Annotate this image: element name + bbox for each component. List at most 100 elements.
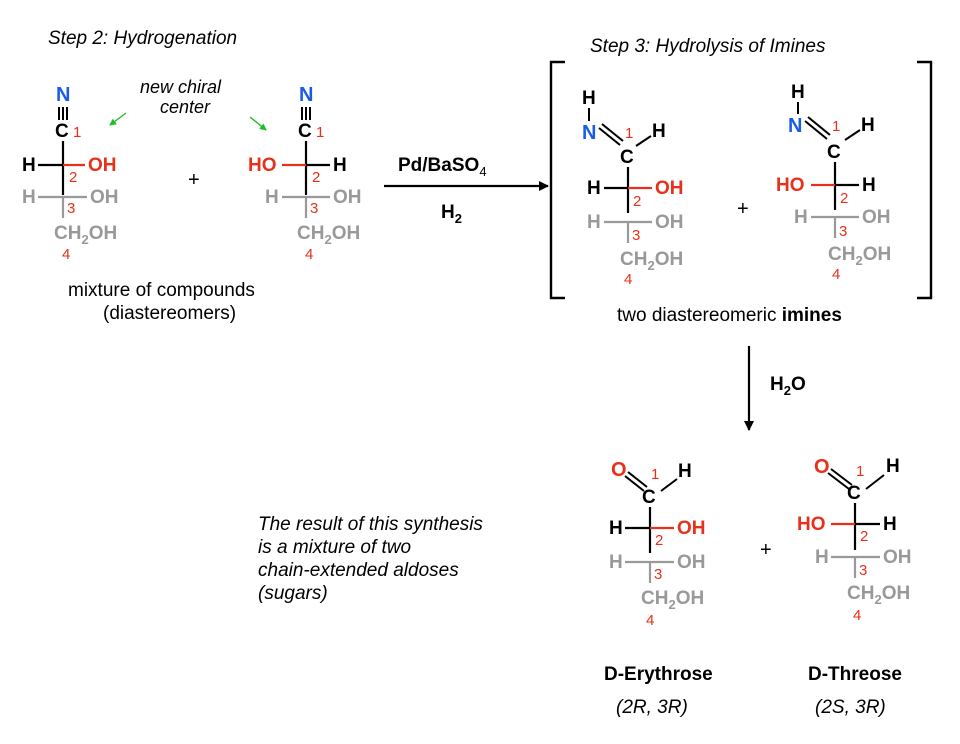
result-line: is a mixture of two — [258, 537, 411, 558]
threose-structure: O 1 H C HO H 2 H OH 3 CH2OH 4 — [797, 456, 912, 624]
nitrile-n-atom: N — [56, 84, 70, 106]
reagent-pd-baso4: Pd/BaSO4 — [398, 155, 487, 179]
mixture-label: (diastereomers) — [103, 303, 236, 324]
h-atom: H — [791, 82, 805, 103]
triple-bond — [301, 107, 311, 120]
carbon-number: 3 — [859, 562, 867, 579]
threose-config: (2S, 3R) — [815, 697, 886, 718]
h-atom: H — [609, 518, 623, 539]
oh-group: OH — [677, 552, 706, 573]
erythrose-structure: O 1 H C H OH 2 H OH 3 CH2OH 4 — [609, 459, 706, 629]
left-bracket — [549, 60, 565, 300]
cyanohydrin-right: N C 1 HO H 2 H OH 3 CH2OH 4 — [248, 84, 362, 263]
h-atom: H — [333, 155, 347, 176]
carbon-atom: C — [642, 487, 656, 508]
oh-group: OH — [88, 155, 117, 176]
ch2oh-group: CH2OH — [620, 249, 683, 273]
oh-group: OH — [677, 518, 706, 539]
h-atom: H — [265, 187, 279, 208]
green-pointer-arrow — [249, 116, 267, 131]
triple-bond — [58, 107, 68, 120]
h-atom: H — [587, 178, 601, 199]
carbon-number: 2 — [655, 532, 663, 549]
oh-group: OH — [862, 207, 891, 228]
oh-group: OH — [333, 187, 362, 208]
oh-group: OH — [883, 547, 912, 568]
h-atom: H — [815, 547, 829, 568]
carbon-number: 1 — [856, 463, 864, 480]
step2-heading: Step 2: Hydrogenation — [48, 28, 237, 49]
double-bond — [827, 468, 853, 490]
new-chiral-label: center — [160, 97, 211, 117]
ho-group: HO — [248, 155, 277, 176]
h-atom: H — [678, 461, 692, 482]
carbon-number: 1 — [316, 124, 324, 141]
double-bond — [624, 471, 648, 492]
h-atom: H — [861, 115, 875, 136]
carbon-number: 3 — [310, 200, 318, 217]
erythrose-name: D-Erythrose — [604, 664, 713, 685]
carbon-number: 3 — [654, 566, 662, 583]
carbon-atom: C — [827, 142, 841, 163]
imines-label: two diastereomeric imines — [617, 305, 842, 326]
carbon-number: 1 — [625, 125, 633, 142]
aldehyde-o-atom: O — [814, 456, 830, 478]
oh-group: OH — [90, 187, 119, 208]
carbon-number: 2 — [860, 528, 868, 545]
h-atom: H — [862, 175, 876, 196]
result-note: The result of this synthesis is a mixtur… — [258, 514, 483, 604]
plus-sign: + — [188, 169, 200, 191]
carbon-number: 3 — [839, 223, 847, 240]
carbon-number: 4 — [305, 246, 313, 263]
bond — [660, 478, 678, 492]
h-atom: H — [652, 121, 666, 142]
carbon-atom: C — [55, 121, 69, 142]
result-line: chain-extended aldoses — [258, 560, 459, 581]
h-atom: H — [883, 514, 897, 535]
carbon-number: 2 — [840, 190, 848, 207]
ch2oh-group: CH2OH — [641, 588, 704, 612]
ch2oh-group: CH2OH — [828, 244, 891, 268]
step3-heading: Step 3: Hydrolysis of Imines — [590, 36, 826, 57]
cyanohydrin-left: N C 1 H OH 2 H OH 3 CH2OH 4 — [22, 84, 119, 263]
oh-group: OH — [655, 178, 684, 199]
reagent-h2: H2 — [441, 202, 462, 226]
carbon-number: 4 — [832, 266, 840, 283]
ch2oh-group: CH2OH — [54, 223, 117, 247]
carbon-number: 1 — [651, 466, 659, 483]
ch2oh-group: CH2OH — [297, 223, 360, 247]
new-chiral-label: new chiral — [140, 77, 222, 97]
imine-n-atom: N — [788, 115, 802, 137]
bond — [844, 129, 861, 141]
result-line: (sugars) — [258, 583, 328, 604]
bond — [865, 474, 885, 490]
result-line: The result of this synthesis — [258, 514, 483, 535]
ho-group: HO — [776, 175, 805, 196]
right-bracket — [917, 60, 933, 300]
h-atom: H — [794, 207, 808, 228]
imine-n-atom: N — [582, 122, 596, 144]
plus-sign: + — [737, 198, 749, 220]
oh-group: OH — [655, 212, 684, 233]
carbon-number: 2 — [312, 169, 320, 186]
h-atom: H — [587, 212, 601, 233]
double-bond — [598, 123, 624, 146]
carbon-number: 3 — [632, 227, 640, 244]
h-atom: H — [609, 552, 623, 573]
carbon-atom: C — [298, 121, 312, 142]
double-bond — [804, 116, 831, 140]
threose-name: D-Threose — [808, 664, 902, 685]
h-atom: H — [886, 456, 900, 477]
mixture-label: mixture of compounds — [68, 280, 255, 301]
carbon-number: 2 — [69, 169, 77, 186]
green-pointer-arrow — [109, 112, 127, 126]
nitrile-n-atom: N — [299, 84, 313, 106]
ho-group: HO — [797, 514, 826, 535]
carbon-number: 1 — [832, 118, 840, 135]
imine-right: H N 1 H C HO H 2 H OH 3 CH2OH 4 — [776, 82, 891, 283]
carbon-number: 1 — [73, 124, 81, 141]
imine-left: H N 1 H C H OH 2 H OH 3 CH2OH 4 — [582, 88, 684, 288]
bond — [635, 135, 652, 147]
h-atom: H — [22, 187, 36, 208]
